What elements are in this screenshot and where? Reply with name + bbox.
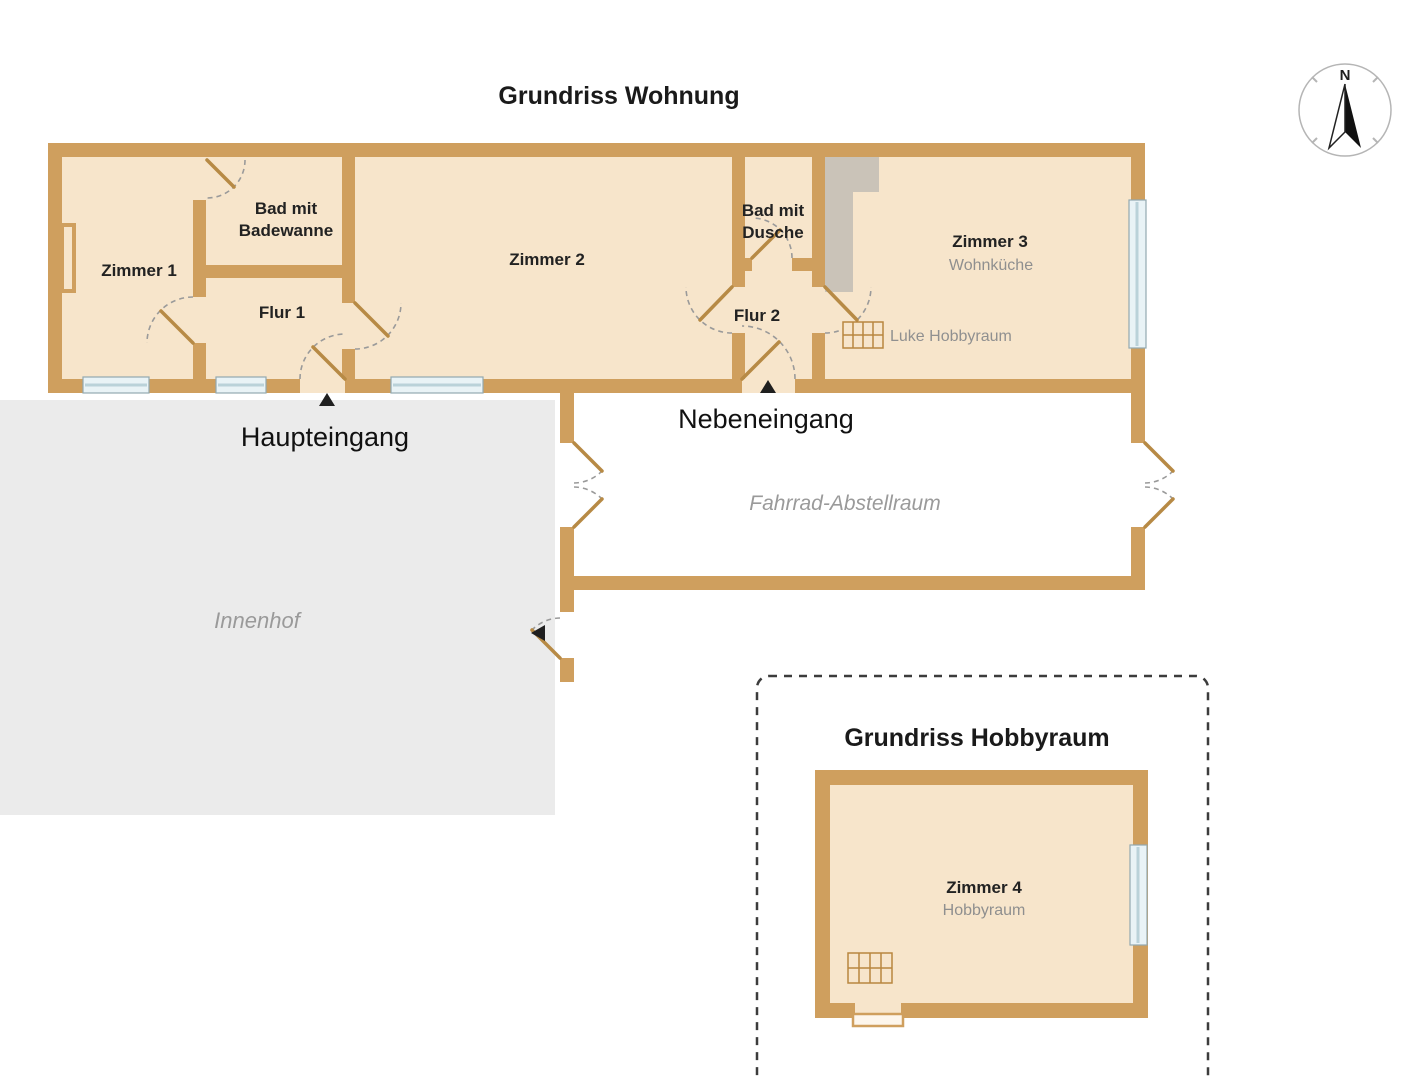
door-leaf [1143, 497, 1175, 529]
flur1-label: Flur 1 [259, 303, 305, 322]
fahrrad-label: Fahrrad-Abstellraum [749, 492, 940, 515]
zimmer1-label: Zimmer 1 [101, 261, 177, 280]
window [1128, 199, 1147, 349]
door-arc [531, 617, 561, 631]
door-arc [1144, 486, 1174, 500]
haupteingang-label: Haupteingang [241, 422, 409, 452]
innenhof-label: Innenhof [214, 608, 303, 633]
wall [812, 157, 825, 287]
zimmer3-recess [825, 157, 879, 292]
door-arc [573, 486, 603, 500]
bad-dusche-label-line1: Bad mit [742, 201, 805, 220]
door-leaf [572, 441, 604, 473]
zimmer4-label: Zimmer 4 [946, 878, 1022, 897]
door-leaf [353, 301, 390, 338]
wall [732, 333, 745, 379]
wall [560, 576, 1145, 590]
hobbyraum-plan: Grundriss Hobbyraum Zimmer 4 Hobbyraum [755, 674, 1210, 1080]
bad-dusche-label-line2: Dusche [742, 223, 803, 242]
hobbyraum-dashed-border [755, 674, 1210, 1080]
zimmer3-sublabel: Wohnküche [949, 257, 1033, 274]
wall [560, 393, 574, 443]
windows [82, 199, 1147, 394]
wall [342, 349, 355, 379]
main-title: Grundriss Wohnung [498, 82, 739, 110]
compass-north-label: N [1340, 67, 1351, 84]
wall [795, 379, 1145, 393]
flur2-label: Flur 2 [734, 306, 780, 325]
luke-hatch-icon [842, 321, 884, 349]
hobby-title: Grundriss Hobbyraum [844, 724, 1109, 752]
wall [745, 258, 752, 271]
wall [732, 157, 745, 287]
wall [342, 157, 355, 303]
door-leaf [159, 309, 195, 345]
wall [193, 200, 206, 297]
door-arc [1144, 470, 1174, 484]
fahrrad-floor [574, 393, 1131, 576]
bad-badewanne-label-line1: Bad mit [255, 199, 318, 218]
wall [193, 343, 206, 379]
side-door-arrow-icon [531, 625, 545, 641]
hobby-hatch-icon [847, 952, 893, 984]
haupteingang-arrow-icon [319, 393, 335, 406]
zimmer2-label: Zimmer 2 [509, 250, 585, 269]
door-leaf [750, 228, 782, 260]
wall [812, 333, 825, 379]
door-arc [573, 470, 603, 484]
window [1129, 844, 1148, 946]
door-leaf [740, 340, 781, 381]
door-leaf [572, 497, 604, 529]
wall [48, 143, 62, 393]
wall [206, 265, 355, 278]
zimmer4-sublabel: Hobbyraum [943, 902, 1026, 919]
door-leaf [823, 285, 859, 322]
door-leaf [698, 285, 734, 322]
nebeneingang-arrow-icon [760, 380, 776, 393]
wall [792, 258, 812, 271]
door-arc [741, 325, 796, 380]
door-leaf [311, 345, 347, 381]
compass-icon: N [1298, 63, 1392, 157]
doors [146, 158, 1175, 660]
wall [560, 527, 574, 612]
door-leaf [205, 158, 236, 189]
wall [560, 658, 574, 682]
zimmer1-wall-niche [60, 223, 76, 293]
window [390, 376, 484, 394]
door-leaf [1143, 441, 1175, 473]
wall [48, 143, 1145, 157]
bad-badewanne-label-line2: Badewanne [239, 221, 333, 240]
luke-label: Luke Hobbyraum [890, 328, 1012, 345]
zimmer3-label: Zimmer 3 [952, 232, 1028, 251]
hobby-door-step [851, 1012, 905, 1028]
window [82, 376, 150, 394]
nebeneingang-label: Nebeneingang [678, 404, 854, 434]
wall [1131, 393, 1145, 443]
innenhof-area [0, 400, 555, 815]
fahrrad-walls [560, 393, 1145, 682]
wall [1131, 527, 1145, 576]
window [215, 376, 267, 394]
haupteingang-threshold [300, 379, 345, 393]
